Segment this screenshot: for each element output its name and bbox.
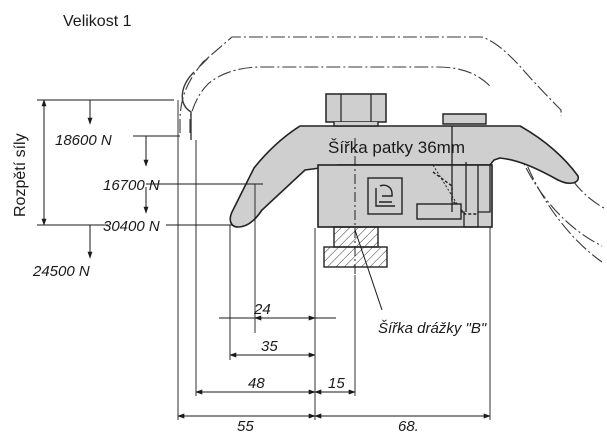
force-axis-label: Rozpětí síly: [12, 133, 29, 217]
logo-icon: [367, 177, 403, 215]
extension-lines: [177, 100, 491, 420]
dim-68: 68.: [398, 418, 419, 433]
dim-48: 48: [248, 375, 265, 392]
dim-55: 55: [237, 418, 254, 433]
force-axis: [37, 99, 263, 259]
force-label-1: 18600 N: [55, 132, 112, 149]
clamp-body: [229, 125, 580, 228]
force-label-2: 16700 N: [103, 177, 160, 194]
dimension-lines: [177, 229, 491, 419]
hex-nut: [325, 93, 387, 127]
slot-label: Šířka drážky "B": [378, 320, 487, 337]
workpiece-left-solid: [181, 57, 209, 140]
pin: [442, 113, 487, 125]
slot-nut: [323, 226, 388, 268]
force-label-4: 24500 N: [32, 263, 90, 280]
force-label-3: 30400 N: [103, 218, 160, 235]
clamp-label: Šířka patky 36mm: [328, 138, 465, 157]
dim-24: 24: [253, 301, 271, 318]
dim-35: 35: [261, 338, 278, 355]
title: Velikost 1: [63, 13, 132, 30]
dim-15: 15: [328, 375, 345, 392]
